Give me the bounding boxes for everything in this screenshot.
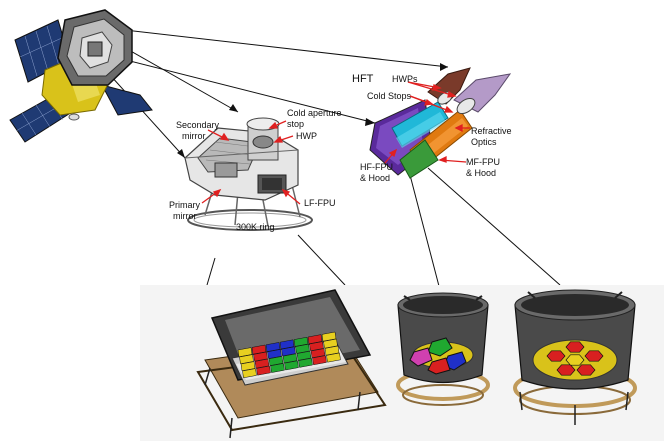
label-refractive-optics-2: Optics	[471, 137, 497, 147]
low-frequency-telescope-icon	[184, 117, 313, 231]
label-hwp: HWP	[296, 131, 317, 141]
lf-fpu-detail	[196, 289, 387, 439]
lft-labels: Secondary mirror Cold aperture stop HWP …	[169, 108, 342, 232]
lf-detector-module	[312, 355, 327, 366]
lf-detector-module	[265, 342, 281, 352]
lf-detector-module	[310, 348, 326, 359]
label-secondary-mirror-2: mirror	[182, 131, 206, 141]
lf-detector-module	[237, 347, 253, 358]
lf-detector-module	[307, 334, 323, 345]
lf-detector-module	[326, 352, 341, 363]
label-primary-mirror-2: mirror	[173, 211, 197, 221]
label-300k-ring: 300K ring	[236, 222, 275, 232]
label-mf-fpu-1: MF-FPU	[466, 157, 500, 167]
lf-detector-module	[267, 349, 282, 359]
lf-detector-module	[321, 331, 337, 342]
mf-detector-module	[565, 354, 585, 366]
mf-detector-module	[546, 350, 566, 362]
mf-module-hexes	[546, 341, 604, 376]
lf-detector-module	[268, 356, 284, 366]
label-lf-fpu: LF-FPU	[304, 198, 336, 208]
lft-callout-arrows	[201, 120, 301, 205]
lf-detector-module	[253, 351, 268, 362]
high-frequency-telescope-icon	[369, 67, 512, 179]
lf-detector-module	[240, 361, 256, 372]
lf-detector-module	[279, 339, 295, 350]
satellite-icon	[9, 9, 153, 143]
lf-detector-module	[324, 345, 340, 356]
lf-detector-module	[295, 343, 310, 354]
lf-detector-module	[251, 344, 267, 355]
lf-detector-module	[309, 341, 324, 352]
mf-detector-module	[576, 364, 596, 376]
lf-detector-module	[284, 360, 299, 371]
label-primary-mirror-1: Primary	[169, 200, 200, 210]
label-hft: HFT	[352, 73, 374, 85]
mf-fpu-detail	[513, 289, 637, 425]
label-cold-stops: Cold Stops	[367, 91, 412, 101]
label-hf-fpu-2: & Hood	[360, 173, 390, 183]
leader-arrowheads	[177, 63, 448, 158]
hf-fpu-detail	[396, 292, 490, 406]
label-secondary-mirror-1: Secondary	[176, 120, 220, 130]
lf-detector-module	[254, 358, 270, 369]
label-refractive-optics-1: Refractive	[471, 126, 512, 136]
lf-detector-module	[293, 336, 309, 347]
label-mf-fpu-2: & Hood	[466, 168, 496, 178]
lf-detector-module	[242, 368, 257, 379]
mf-detector-module	[565, 341, 585, 353]
label-hf-fpu-1: HF-FPU	[360, 162, 393, 172]
hft-callout-arrows	[384, 81, 470, 164]
mf-detector-module	[584, 350, 604, 362]
label-hwps: HWPs	[392, 74, 418, 84]
lf-detector-module	[296, 350, 312, 361]
lf-detector-module	[270, 363, 285, 373]
leader-lines	[109, 29, 561, 291]
lf-module-grid	[237, 331, 341, 379]
lf-detector-module	[282, 353, 298, 364]
lf-detector-module	[256, 365, 271, 376]
lf-detector-module	[239, 354, 254, 365]
label-cold-aperture-stop-2: stop	[287, 119, 304, 129]
mf-detector-module	[556, 364, 576, 376]
lf-detector-module	[298, 357, 313, 368]
lf-detector-module	[323, 338, 338, 349]
label-cold-aperture-stop-1: Cold aperture	[287, 108, 342, 118]
hft-labels: HFT HWPs Cold Stops Refractive Optics HF…	[352, 73, 512, 183]
lf-detector-module	[281, 346, 296, 357]
